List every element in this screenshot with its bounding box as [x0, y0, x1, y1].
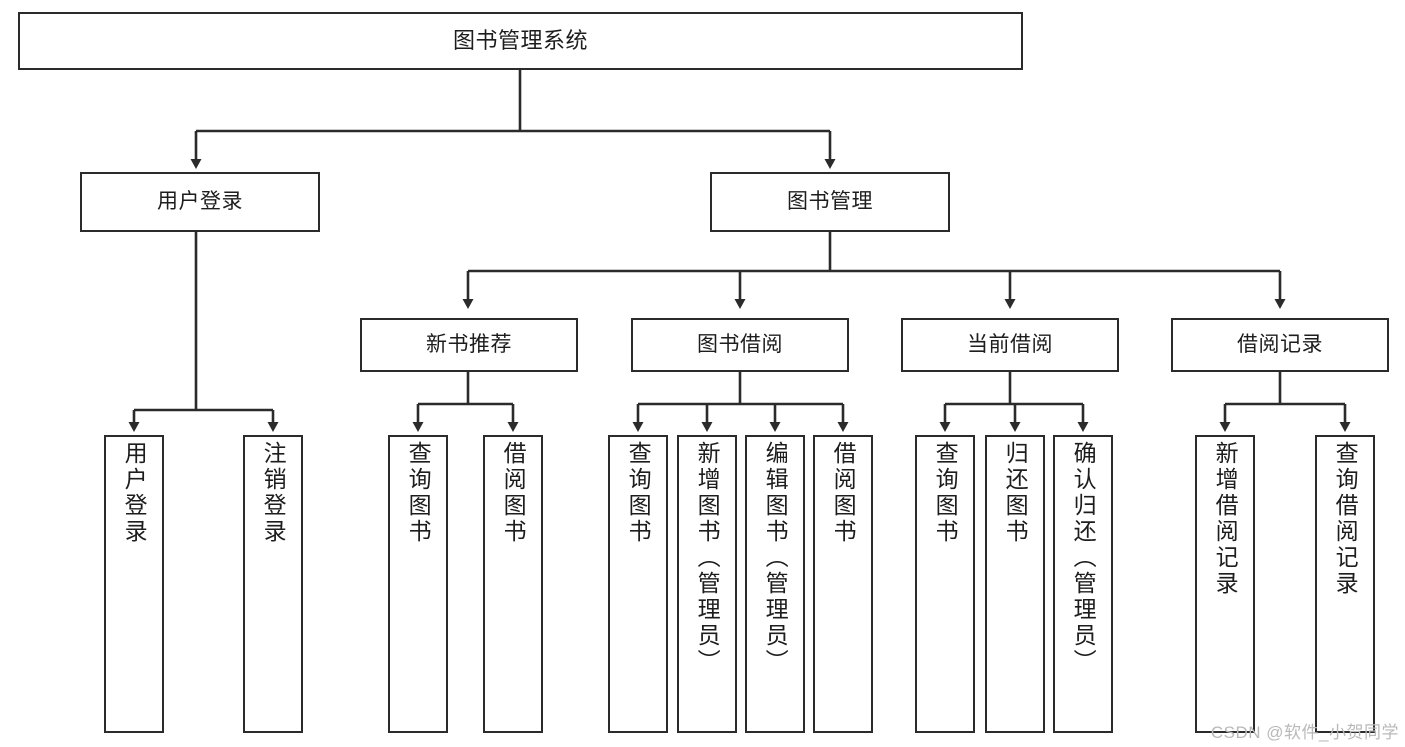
leaf-user-logout[interactable]: 注销登录 [243, 435, 303, 733]
leaf-borrow-book[interactable]: 借阅图书 [813, 435, 873, 733]
node-root-system[interactable]: 图书管理系统 [18, 12, 1023, 70]
leaf-query-borrow-record[interactable]: 查询借阅记录 [1315, 435, 1375, 733]
node-label: 借阅图书 [830, 441, 857, 545]
node-book-borrow[interactable]: 图书借阅 [631, 318, 849, 372]
node-label: 借阅图书 [500, 441, 527, 545]
node-label: 注销登录 [260, 441, 287, 545]
leaf-edit-book[interactable]: 编辑图书（管理员） [745, 435, 805, 733]
node-label: 查询图书 [405, 441, 432, 545]
node-borrow-record[interactable]: 借阅记录 [1171, 318, 1389, 372]
node-user-login[interactable]: 用户登录 [80, 172, 320, 232]
leaf-query-book-current[interactable]: 查询图书 [915, 435, 975, 733]
node-label: 新增图书（管理员） [694, 441, 721, 675]
leaf-user-login[interactable]: 用户登录 [104, 435, 164, 733]
node-label: 编辑图书（管理员） [762, 441, 789, 675]
node-label: 确认归还（管理员） [1070, 441, 1097, 675]
node-label: 图书管理 [787, 189, 873, 213]
node-book-management[interactable]: 图书管理 [710, 172, 950, 232]
node-label: 借阅记录 [1237, 332, 1323, 356]
node-label: 用户登录 [157, 189, 243, 213]
leaf-add-book[interactable]: 新增图书（管理员） [677, 435, 737, 733]
watermark: CSDN @软件_小贺同学 [1210, 723, 1399, 742]
node-label: 图书管理系统 [452, 28, 588, 54]
leaf-add-borrow-record[interactable]: 新增借阅记录 [1195, 435, 1255, 733]
node-label: 查询图书 [625, 441, 652, 545]
node-label: 新书推荐 [426, 332, 512, 356]
leaf-confirm-return[interactable]: 确认归还（管理员） [1053, 435, 1113, 733]
node-label: 当前借阅 [967, 332, 1053, 356]
node-label: 新增借阅记录 [1212, 441, 1239, 597]
leaf-return-book[interactable]: 归还图书 [985, 435, 1045, 733]
leaf-query-book-borrow[interactable]: 查询图书 [608, 435, 668, 733]
node-label: 用户登录 [121, 441, 148, 545]
leaf-borrow-book-recommend[interactable]: 借阅图书 [483, 435, 543, 733]
node-label: 查询借阅记录 [1332, 441, 1359, 597]
node-new-book-recommend[interactable]: 新书推荐 [360, 318, 578, 372]
node-current-borrow[interactable]: 当前借阅 [901, 318, 1119, 372]
leaf-query-book-recommend[interactable]: 查询图书 [388, 435, 448, 733]
node-label: 图书借阅 [697, 332, 783, 356]
node-label: 归还图书 [1002, 441, 1029, 545]
node-label: 查询图书 [932, 441, 959, 545]
